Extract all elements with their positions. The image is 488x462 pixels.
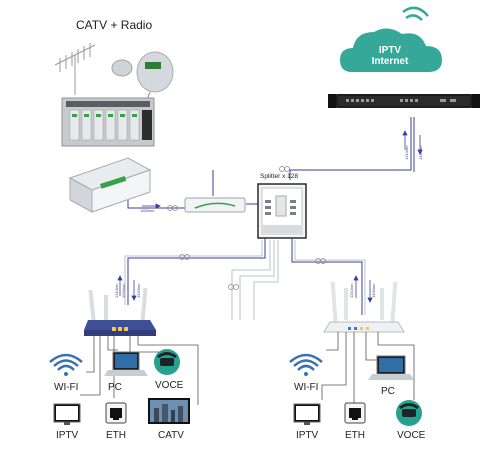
right-ont-fiber-label-1: 1310nm	[349, 283, 354, 298]
spare-splitter-outputs	[231, 240, 279, 320]
right-phone-icon	[396, 400, 422, 426]
left-wifi-icon	[49, 353, 83, 376]
right-eth-icon	[344, 402, 366, 424]
left-ont-fiber-label-3: 1490nm	[136, 283, 141, 298]
small-dish-icon	[111, 59, 133, 77]
left-voce-label: VOCE	[155, 380, 184, 391]
right-ont-fiber-label-2: 1490nm	[371, 283, 376, 298]
left-wifi-label: WI-FI	[54, 382, 79, 393]
olt-rack-unit	[328, 94, 480, 108]
catv-radio-title: CATV + Radio	[76, 18, 153, 32]
optical-transmitter	[68, 157, 152, 213]
left-catv-tv-icon	[148, 398, 190, 424]
right-iptv-label: IPTV	[296, 430, 319, 441]
catv-fiber-label: 1550nm	[140, 208, 155, 213]
left-ont-fiber-label-2: 1550nm	[121, 283, 126, 298]
satellite-dish-icon	[136, 51, 174, 106]
olt-fiber-label-1: 1310nm	[404, 145, 409, 160]
right-pc-icon	[368, 355, 414, 380]
direction-arrows	[117, 130, 423, 303]
right-home-wiring	[321, 332, 415, 405]
left-phone-icon	[154, 349, 180, 375]
left-pc-icon	[104, 351, 148, 376]
wifi-signal-icon	[402, 6, 429, 21]
right-eth-label: ETH	[345, 430, 365, 441]
olt-fiber-label-2: 1490nm	[418, 145, 423, 160]
cloud-label-line1: IPTV	[378, 45, 402, 56]
left-eth-icon	[105, 402, 127, 424]
right-wifi-label: WI-FI	[294, 382, 319, 393]
optical-amplifier	[184, 197, 246, 213]
right-iptv-icon	[293, 403, 321, 425]
right-ont-router	[323, 281, 405, 333]
right-pc-label: PC	[381, 386, 395, 397]
headend-rack	[61, 97, 155, 147]
left-ont-router	[84, 287, 156, 336]
cloud-icon	[340, 6, 442, 73]
left-ont-fiber-label-1: 1310nm	[114, 283, 119, 298]
splitter-box	[257, 183, 307, 239]
cloud-label-line2: Internet	[371, 56, 409, 67]
right-voce-label: VOCE	[397, 430, 426, 441]
left-eth-label: ETH	[106, 430, 126, 441]
cloud-label: IPTV Internet	[364, 45, 416, 67]
splitter-to-left-ont-fiber	[124, 238, 266, 305]
splitter-label: Splitter x 128	[260, 173, 298, 180]
left-iptv-icon	[53, 403, 81, 425]
splitter-to-right-ont-fiber	[291, 238, 366, 315]
left-catv-label: CATV	[158, 430, 184, 441]
fiber-coil-markers	[167, 166, 326, 290]
left-pc-label: PC	[108, 382, 122, 393]
left-iptv-label: IPTV	[56, 430, 79, 441]
olt-to-splitter-fiber	[289, 117, 415, 180]
yagi-antenna-icon	[54, 43, 96, 95]
right-wifi-icon	[289, 353, 323, 376]
